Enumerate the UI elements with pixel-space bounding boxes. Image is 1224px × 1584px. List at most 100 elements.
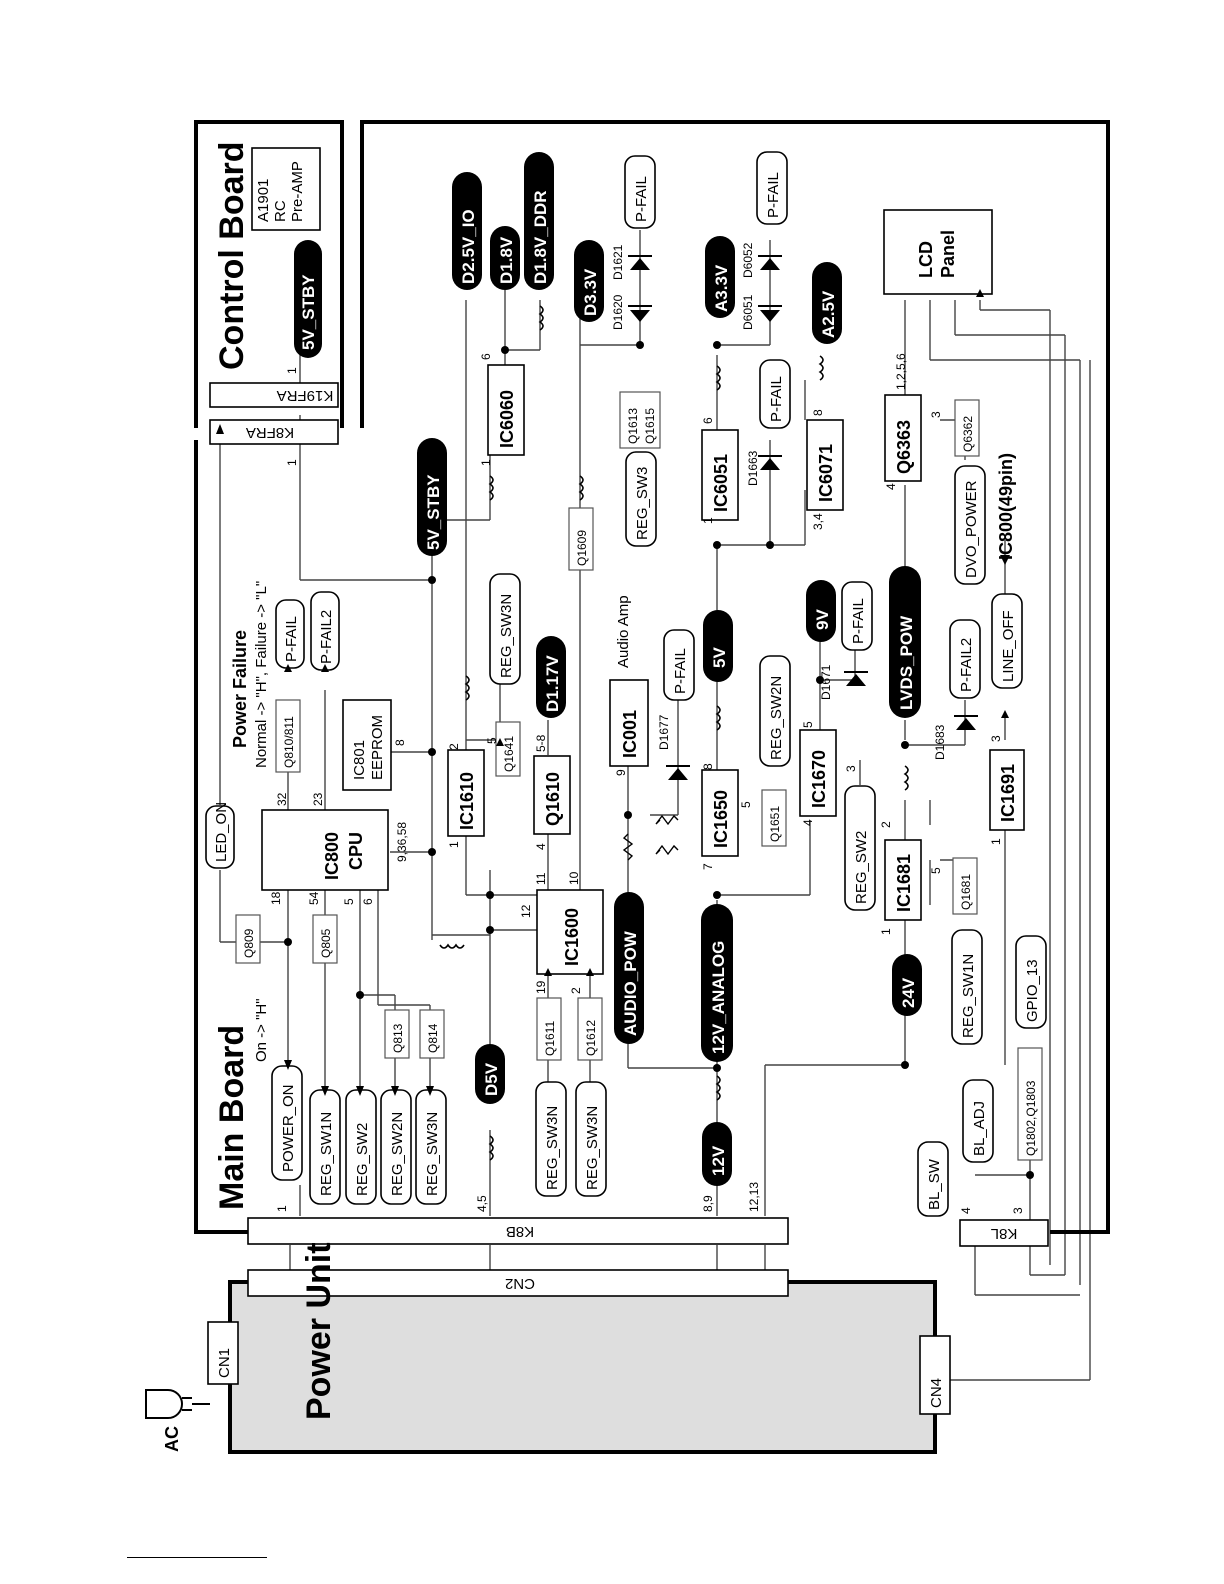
reg-sw3n-signal: REG_SW3N	[415, 1089, 447, 1205]
lcd-panel-block: IC800 LCD Panel	[883, 209, 993, 295]
svg-text:3,4: 3,4	[811, 513, 825, 530]
svg-text:EEPROM: EEPROM	[369, 715, 386, 780]
svg-text:1: 1	[275, 1205, 289, 1212]
ic1681-block: IC1681	[884, 839, 922, 921]
svg-text:LCD: LCD	[916, 241, 936, 278]
k19fra-box: K19FRA	[209, 382, 339, 408]
svg-text:D3.3V: D3.3V	[581, 268, 600, 316]
ac-plug-symbol	[145, 1389, 210, 1419]
q6363-block: Q6363	[884, 394, 922, 482]
svg-text:LED_ON: LED_ON	[213, 802, 230, 862]
pfail-9v-signal: P-FAIL	[841, 581, 873, 651]
rail-9v: 9V	[806, 580, 836, 642]
svg-text:5: 5	[342, 898, 356, 905]
ic6071-block: IC6071	[806, 419, 844, 511]
svg-text:REG_SW2N: REG_SW2N	[389, 1112, 406, 1196]
svg-text:P-FAIL: P-FAIL	[633, 176, 650, 222]
pfail2-cpu-signal: P-FAIL2	[310, 591, 340, 671]
svg-text:P-FAIL: P-FAIL	[672, 648, 689, 694]
svg-text:5: 5	[929, 867, 943, 874]
rail-audio-pow: AUDIO_POW	[614, 892, 644, 1044]
svg-text:REG_SW1N: REG_SW1N	[960, 954, 977, 1038]
svg-text:IC1691: IC1691	[998, 764, 1018, 822]
svg-text:5: 5	[739, 801, 753, 808]
svg-text:12V_ANALOG: 12V_ANALOG	[709, 941, 728, 1054]
svg-text:10: 10	[567, 871, 581, 885]
svg-text:9V: 9V	[813, 609, 832, 630]
cn1-vertical: CN1	[207, 1321, 239, 1385]
inductors	[439, 305, 909, 1161]
svg-text:9: 9	[614, 769, 628, 776]
d6052-label: D6052	[741, 242, 755, 278]
svg-text:CN4: CN4	[928, 1378, 945, 1408]
svg-text:K19FRA: K19FRA	[277, 387, 334, 404]
svg-text:Q1609: Q1609	[575, 530, 589, 566]
rail-5v: 5V	[703, 610, 733, 682]
diode-d6051-icon	[758, 305, 782, 322]
rail-a25v: A2.5V	[812, 262, 842, 344]
svg-text:12: 12	[519, 904, 533, 918]
svg-text:P-FAIL2: P-FAIL2	[958, 638, 975, 692]
svg-text:IC6051: IC6051	[711, 454, 731, 512]
svg-text:IC1650: IC1650	[711, 790, 731, 848]
q1610-block: Q1610	[533, 755, 571, 835]
q805-box: Q805	[312, 914, 338, 964]
diode-d1677-icon	[666, 765, 690, 780]
svg-text:2: 2	[879, 821, 893, 828]
q809-box: Q809	[235, 914, 261, 964]
power-unit-label: Power Unit	[300, 1242, 338, 1420]
svg-text:3: 3	[844, 765, 858, 772]
svg-text:3: 3	[1011, 1207, 1025, 1214]
q1681-box: Q1681	[952, 857, 978, 915]
rail-d18v: D1.8V	[490, 226, 520, 290]
rail-24v: 24V	[892, 954, 922, 1016]
reg-sw3n-b-signal: REG_SW3N	[575, 1081, 607, 1197]
svg-text:A2.5V: A2.5V	[819, 290, 838, 338]
diode-d1683-icon	[954, 715, 978, 730]
svg-text:REG_SW1N: REG_SW1N	[318, 1112, 335, 1196]
svg-text:REG_SW3N: REG_SW3N	[584, 1106, 601, 1190]
svg-text:2: 2	[569, 987, 583, 994]
d1621-label: D1621	[611, 244, 625, 280]
svg-text:18: 18	[269, 891, 283, 905]
svg-text:Q1612: Q1612	[584, 1020, 598, 1056]
svg-text:6: 6	[479, 353, 493, 360]
svg-text:23: 23	[311, 792, 325, 806]
svg-text:Q809: Q809	[242, 928, 256, 958]
reg-sw3n-a-signal: REG_SW3N	[535, 1081, 567, 1197]
svg-text:P-FAIL2: P-FAIL2	[318, 610, 335, 664]
ic1670-block: IC1670	[799, 729, 837, 817]
svg-text:IC801: IC801	[351, 740, 368, 780]
control-board-label: Control Board	[213, 141, 251, 370]
reg-sw2n-signal: REG_SW2N	[380, 1089, 412, 1205]
svg-text:D5V: D5V	[482, 1062, 501, 1096]
q1613-q1615-box: Q1613 Q1615	[619, 391, 661, 449]
reg-sw3n-upper-signal: REG_SW3N	[489, 573, 521, 685]
bl-sw-signal: BL_SW	[917, 1141, 949, 1217]
rail-5v-stby-main: 5V_STBY	[417, 438, 447, 556]
rail-a33v: A3.3V	[705, 236, 735, 318]
ic6051-block: IC6051	[701, 429, 739, 521]
diode-d1621-icon	[628, 255, 652, 270]
svg-text:Q814: Q814	[426, 1023, 440, 1053]
pfail-cpu-signal: P-FAIL	[275, 599, 305, 669]
svg-text:P-FAIL: P-FAIL	[283, 616, 300, 662]
rail-d5v: D5V	[475, 1044, 505, 1104]
svg-text:RC: RC	[272, 200, 289, 222]
rail-d33v: D3.3V	[574, 240, 604, 322]
d1620-label: D1620	[611, 294, 625, 330]
svg-text:DVO_POWER: DVO_POWER	[963, 480, 980, 578]
svg-text:K8FRA: K8FRA	[246, 424, 294, 441]
svg-text:A3.3V: A3.3V	[712, 264, 731, 312]
svg-text:9,36,58: 9,36,58	[395, 822, 409, 862]
svg-text:REG_SW2N: REG_SW2N	[768, 676, 785, 760]
svg-text:Q6362: Q6362	[961, 416, 975, 452]
svg-text:8: 8	[701, 763, 715, 770]
svg-text:Q805: Q805	[319, 928, 333, 958]
ic800-49pin-label: IC800(49pin)	[996, 453, 1016, 560]
svg-text:Q1641: Q1641	[502, 736, 516, 772]
k8b-vertical: K8B	[247, 1217, 789, 1245]
svg-text:1,2,5,6: 1,2,5,6	[894, 353, 908, 390]
power-on-signal: POWER_ON	[271, 1065, 303, 1181]
svg-text:Q813: Q813	[391, 1023, 405, 1053]
